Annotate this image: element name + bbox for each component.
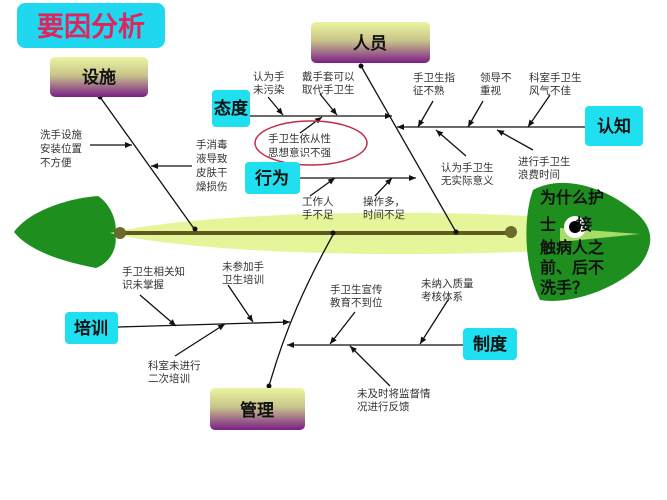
category-label: 态度 [214,98,249,119]
cause-thinks-not-dirty: 未污染 [253,83,285,96]
cause-no-real-meaning: 认为手卫生 [441,161,494,174]
category-facilities: 设施 [50,57,148,97]
cause-poor-education: 教育不到位 [330,296,383,309]
cause-no-real-meaning: 无实际意义 [441,174,494,187]
title-box: 要因分析 [17,3,165,48]
cause-not-in-assessment: 未纳入质量 [421,277,474,290]
category-behavior: 行为 [245,162,300,194]
cause-poor-culture: 风气不佳 [529,84,571,97]
cause-no-training: 卫生培训 [222,273,264,286]
fish-head [526,182,651,301]
cause-gloves-replace: 取代手卫生 [302,83,355,96]
fish-pupil [569,221,581,233]
spine-head-dot [505,226,517,238]
spine-tail-dot [114,227,126,239]
fish-tail [14,196,116,268]
category-personnel: 人员 [311,22,430,63]
cause-busy: 时间不足 [363,208,405,221]
cause-no-feedback: 未及时将监督情 [357,387,431,400]
effect-line: 为什么护 [540,188,604,207]
category-label: 行为 [254,168,289,189]
bone-facilities [99,96,196,231]
cause-labels: 洗手设施 安装位置 不方便 手消毒 液导致 皮肤干 燥损伤 认为手 未污染 戴手… [40,70,582,413]
category-label: 制度 [473,334,508,355]
cause-busy: 操作多， [363,195,405,208]
category-management: 管理 [210,388,305,430]
effect-line: 前、后不 [540,258,604,277]
cause-arrows [90,93,551,387]
cause-disinfectant-skin: 液导致 [196,152,228,165]
cause-waste-time: 进行手卫生 [518,155,571,168]
cause-leadership-neglect: 重视 [480,84,501,97]
cause-knowledge-gap: 手卫生相关知 [122,265,185,278]
cause-not-in-assessment: 考核体系 [421,290,463,303]
category-system: 制度 [463,328,517,360]
cause-poor-culture: 科室手卫生 [529,71,582,84]
effect-line: 士接 [540,215,612,234]
category-label: 培训 [74,318,108,339]
bone-personnel [360,65,457,233]
category-label: 设施 [82,67,116,88]
cause-no-secondary-training: 科室未进行 [148,359,201,372]
category-attitude: 态度 [212,90,250,127]
cause-leadership-neglect: 领导不 [480,71,512,84]
branch-training [117,319,291,328]
cause-unfamiliar-indications: 征不熟 [413,84,445,97]
cause-facility-location: 安装位置 [40,142,82,155]
cause-weak-compliance: 手卫生依从性 [268,132,331,145]
cause-no-secondary-training: 二次培训 [148,372,190,385]
cause-unfamiliar-indications: 手卫生指 [413,71,455,84]
cause-disinfectant-skin: 燥损伤 [196,180,228,193]
cause-weak-compliance: 思想意识不强 [268,146,331,159]
cause-gloves-replace: 戴手套可以 [302,70,355,83]
cause-facility-location: 不方便 [40,156,72,169]
effect-line: 触病人之 [539,238,604,257]
cause-waste-time: 浪费时间 [518,168,560,181]
effect-text: 为什么护 士接 触病人之 前、后不 洗手？ [539,188,612,297]
cause-facility-location: 洗手设施 [40,128,82,141]
highlight-ellipse [254,120,368,166]
cause-no-training: 未参加手 [222,260,264,273]
cause-knowledge-gap: 识未掌握 [122,278,164,291]
page-title: 要因分析 [37,12,145,43]
cause-disinfectant-skin: 皮肤干 [196,166,228,179]
cause-no-feedback: 况进行反馈 [357,400,410,413]
effect-line: 洗手？ [540,278,588,297]
category-cognition: 认知 [585,106,643,146]
category-label: 管理 [240,400,274,421]
category-label: 认知 [597,116,631,137]
cause-thinks-not-dirty: 认为手 [253,70,285,83]
cause-disinfectant-skin: 手消毒 [196,138,228,151]
cause-poor-education: 手卫生宣传 [330,283,383,296]
cause-understaffed: 手不足 [302,208,334,221]
cause-understaffed: 工作人 [302,196,334,208]
bone-management [268,232,335,387]
category-training: 培训 [65,312,118,344]
category-label: 人员 [353,34,387,54]
